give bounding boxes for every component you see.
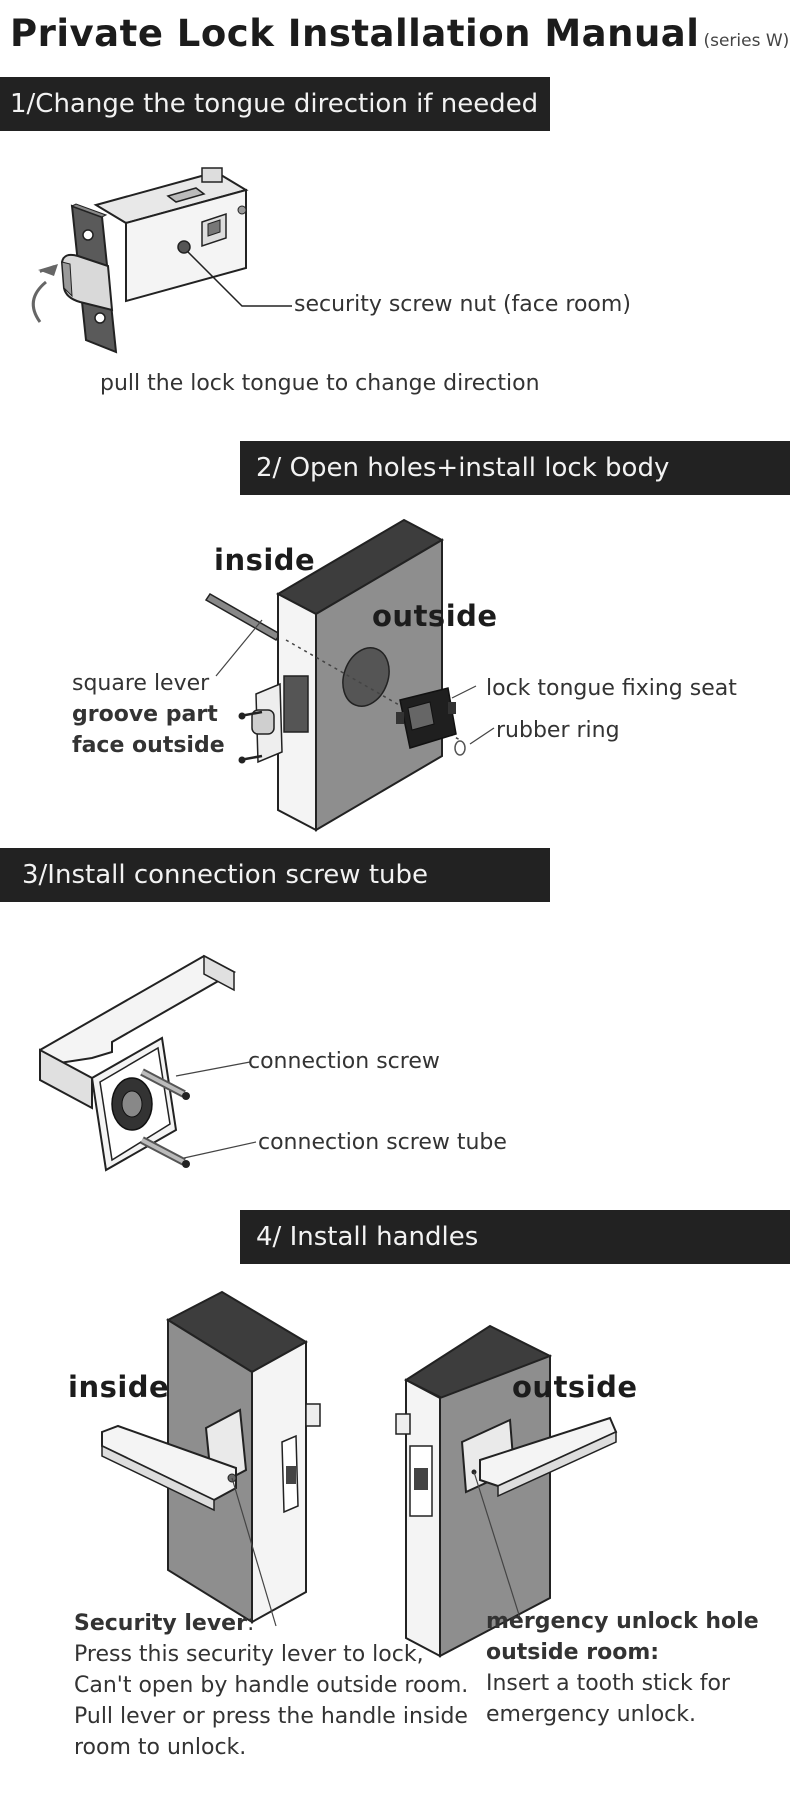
door-illustration-step4-inside xyxy=(101,1290,321,1627)
security-lever-note: Security lever: Press this security leve… xyxy=(74,1608,468,1763)
pull-tongue-caption: pull the lock tongue to change direction xyxy=(100,371,540,396)
security-lever-colon: : xyxy=(246,1611,255,1636)
step4-banner-text: 4/ Install handles xyxy=(256,1222,479,1252)
emergency-title: mergency unlock hole xyxy=(486,1609,759,1634)
face-outside-label: face outside xyxy=(72,733,225,758)
title-text: Private Lock Installation Manual xyxy=(10,12,700,55)
step2-banner-text: 2/ Open holes+install lock body xyxy=(256,453,670,483)
step3-banner: 3/Install connection screw tube xyxy=(0,848,550,902)
step4-banner: 4/ Install handles xyxy=(240,1210,790,1264)
inside-label-step2: inside xyxy=(214,543,316,577)
security-line: room to unlock. xyxy=(74,1735,247,1760)
series-label: (series W) xyxy=(703,31,790,51)
outside-label-step4: outside xyxy=(512,1370,638,1404)
rubber-ring-label: rubber ring xyxy=(496,718,620,743)
security-line: Press this security lever to lock, xyxy=(74,1642,424,1667)
fixing-seat-label: lock tongue fixing seat xyxy=(486,676,737,701)
security-lever-heading: Security lever: xyxy=(74,1608,468,1639)
emergency-line: Insert a tooth stick for xyxy=(486,1671,730,1696)
step3-banner-text: 3/Install connection screw tube xyxy=(22,860,429,890)
security-lever-title: Security lever xyxy=(74,1611,247,1636)
door-illustration-step2 xyxy=(204,518,495,832)
latch-illustration xyxy=(31,167,292,354)
connection-screw-tube-label: connection screw tube xyxy=(258,1130,507,1155)
square-lever-label: square lever xyxy=(72,671,210,696)
lever-illustration-step3 xyxy=(39,954,257,1172)
security-line: Can't open by handle outside room. xyxy=(74,1673,469,1698)
step1-banner-text: 1/Change the tongue direction if needed xyxy=(10,89,539,119)
emergency-unlock-note: mergency unlock hole outside room: Inser… xyxy=(486,1606,759,1730)
inside-label-step4: inside xyxy=(68,1370,170,1404)
connection-screw-label: connection screw xyxy=(248,1049,440,1074)
step2-banner: 2/ Open holes+install lock body xyxy=(240,441,790,495)
emergency-title-2: outside room: xyxy=(486,1640,660,1665)
security-screw-nut-label: security screw nut (face room) xyxy=(294,292,631,317)
security-line: Pull lever or press the handle inside xyxy=(74,1704,468,1729)
emergency-line: emergency unlock. xyxy=(486,1702,696,1727)
door-illustration-step4-outside xyxy=(395,1324,618,1658)
groove-part-label: groove part xyxy=(72,702,218,727)
page-title: Private Lock Installation Manual(series … xyxy=(10,12,789,55)
outside-label-step2: outside xyxy=(372,599,498,633)
step1-banner: 1/Change the tongue direction if needed xyxy=(0,77,550,131)
